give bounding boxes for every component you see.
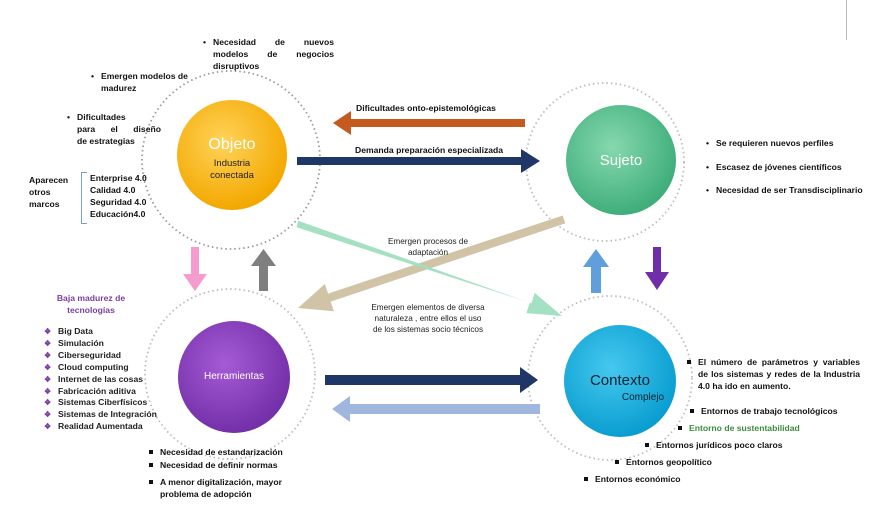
- technology-list: Big Data Simulación Ciberseguridad Cloud…: [44, 326, 174, 433]
- marco-item: Educación4.0: [90, 209, 146, 219]
- note-madurez-1: Emergen modelos de: [91, 70, 201, 82]
- objeto-subtitle-1: Industria: [213, 158, 251, 169]
- contexto-subtitle: Complejo: [621, 392, 665, 403]
- marco-item: Calidad 4.0: [90, 185, 136, 195]
- list-item: Internet de las cosas: [44, 374, 174, 386]
- note-nuevos-modelos-3: disruptivos: [213, 61, 260, 71]
- arrow-pale-blue-left: [332, 396, 540, 422]
- contexto-circle: [564, 325, 676, 437]
- sujeto-note: Se requieren nuevos perfiles: [706, 137, 866, 149]
- list-item: Ciberseguridad: [44, 350, 174, 362]
- arrow-purple-down: [645, 247, 669, 290]
- list-item: Fabricación aditiva: [44, 386, 174, 398]
- marco-item: Enterprise 4.0: [90, 173, 147, 183]
- note-trabajo: Entornos de trabajo tecnológicos: [690, 405, 861, 417]
- note-nuevos-modelos-2: modelos de negocios: [213, 49, 334, 59]
- sujeto-note: Necesidad de ser Transdisciplinario: [706, 184, 876, 196]
- note-digitalizacion-1: A menor digitalización, mayor: [149, 476, 330, 488]
- note-madurez-2: madurez: [101, 83, 137, 93]
- arrow-label-demanda: Demanda preparación especializada: [355, 145, 504, 155]
- arrow-demanda: [297, 149, 540, 173]
- note-estandarizacion: Necesidad de estandarización: [149, 446, 330, 458]
- contexto-title: Contexto: [589, 372, 651, 389]
- arrow-label-procesos-2: adaptación: [407, 248, 449, 257]
- note-parametros-2: de los sistemas y redes de la Industria: [698, 369, 860, 379]
- frame-line: [846, 0, 847, 40]
- sujeto-note: Escasez de jóvenes científicos: [706, 161, 866, 173]
- note-dificultades-3: de estrategias: [77, 136, 135, 146]
- note-nuevos-modelos-1: Necesidad de nuevos: [203, 36, 334, 48]
- note-normas: Necesidad de definir normas: [149, 459, 330, 471]
- note-dificultades-2: para el diseño: [77, 124, 161, 134]
- note-aparecen-1: Aparecen: [29, 175, 69, 185]
- arrow-label-elementos-3: de los sistemas socio técnicos: [372, 325, 484, 334]
- note-aparecen-3: marcos: [29, 199, 60, 209]
- arrow-label-dificultades: Dificultades onto-epistemológicas: [356, 103, 496, 113]
- list-item: Sistemas Ciberfísicos: [44, 397, 174, 409]
- note-juridicos: Entornos jurídicos poco claros: [645, 439, 816, 451]
- arrow-elementos: [296, 220, 562, 316]
- note-parametros-1: El número de parámetros y variables: [687, 357, 860, 367]
- marco-item: Seguridad 4.0: [90, 197, 147, 207]
- herramientas-title: Herramientas: [203, 371, 265, 382]
- note-aparecen-2: otros: [29, 187, 51, 197]
- list-item: Cloud computing: [44, 362, 174, 374]
- list-item: Realidad Aumentada: [44, 421, 174, 433]
- arrow-label-procesos-1: Emergen procesos de: [387, 237, 469, 246]
- sujeto-circle: [566, 105, 676, 215]
- note-geopolitico: Entornos geopolítico: [615, 456, 746, 468]
- arrow-label-elementos-2: naturaleza , entre ellos el uso: [374, 314, 482, 323]
- objeto-title: Objeto: [208, 136, 256, 153]
- marcos-bracket: [81, 172, 87, 224]
- tecnologias-heading-2: tecnologías: [67, 305, 115, 315]
- list-item: Big Data: [44, 326, 174, 338]
- note-sustentabilidad: Entorno de sustentabilidad: [678, 422, 829, 434]
- note-dificultades-1: Dificultades: [67, 111, 161, 123]
- note-economico: Entornos económico: [584, 473, 715, 485]
- list-item: Simulación: [44, 338, 174, 350]
- list-item: Sistemas de Integración: [44, 409, 174, 421]
- arrow-gray-up: [251, 249, 276, 291]
- sujeto-title: Sujeto: [599, 152, 643, 169]
- note-digitalizacion-2: problema de adopción: [160, 489, 252, 499]
- arrow-dificultades: [333, 111, 525, 135]
- arrow-dark-blue-right: [325, 367, 538, 393]
- arrow-pink-down: [183, 247, 207, 291]
- herramientas-circle: [178, 321, 290, 433]
- objeto-circle: [177, 100, 287, 210]
- note-parametros-3: 4.0 ha ido en aumento.: [698, 381, 791, 391]
- objeto-subtitle-2: conectada: [210, 170, 254, 181]
- arrow-procesos: [298, 215, 566, 312]
- tecnologias-heading-1: Baja madurez de: [56, 293, 126, 303]
- arrow-label-elementos-1: Emergen elementos de diversa: [371, 303, 485, 312]
- arrow-light-blue-up: [583, 249, 609, 293]
